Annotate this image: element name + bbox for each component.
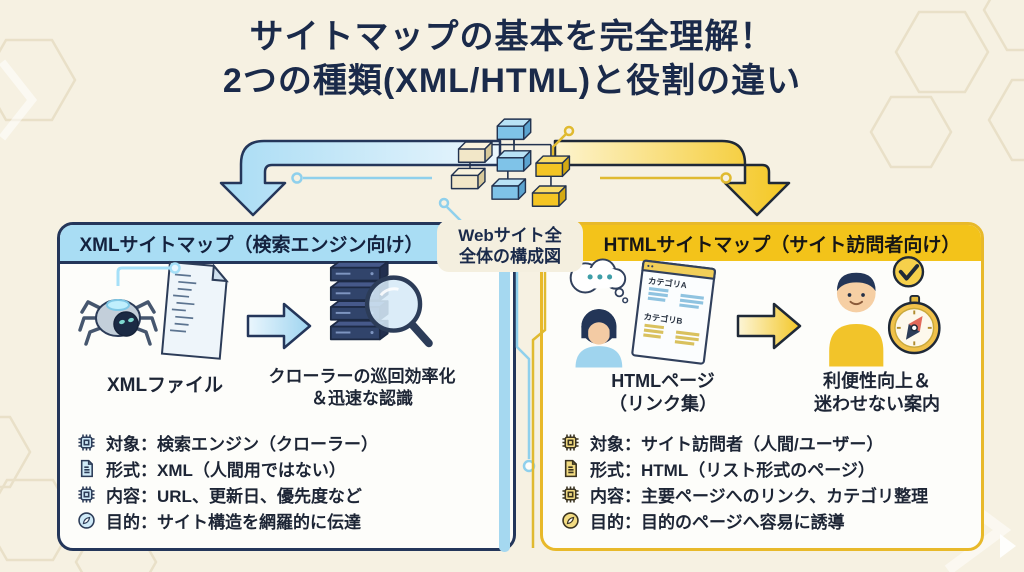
html-bullet-list: 対象：サイト訪問者（人間/ユーザー） 形式：HTML（リスト形式のページ） 内容… (560, 432, 972, 532)
document-icon (560, 458, 581, 479)
badge-line1: Webサイト全 (458, 225, 562, 245)
user-check-compass-illustration (829, 256, 941, 367)
bottom-right-arrow-logo (1000, 534, 1016, 558)
html-panel-header: HTMLサイトマップ（サイト訪問者向け） (543, 225, 981, 261)
xml-bullet-format: 形式：XML（人間用ではない） (76, 458, 496, 480)
bullet-text: 形式：HTML（リスト形式のページ） (590, 461, 875, 480)
crawler-spider-xml-file-illustration (78, 260, 229, 360)
bullet-text: 目的：サイト構造を網羅的に伝達 (106, 513, 361, 532)
xml-file-label: XMLファイル (106, 375, 224, 396)
page-title-line2: 2つの種類(XML/HTML)と役割の違い (222, 61, 802, 100)
visitor-html-page-illustration: カテゴリA カテゴリB (569, 258, 716, 368)
compass-icon (76, 510, 97, 531)
xml-bullet-content: 内容：URL、更新日、優先度など (76, 484, 496, 506)
xml-document-icon (160, 260, 229, 360)
compass-icon (887, 295, 941, 355)
sitemap-tree-illustration (450, 118, 571, 207)
page-title-line1: サイトマップの基本を完全理解！ (249, 18, 775, 56)
document-icon (76, 458, 97, 479)
xml-bullet-list: 対象：検索エンジン（クローラー） 形式：XML（人間用ではない） 内容：URL、… (76, 432, 496, 532)
xml-bullet-target: 対象：検索エンジン（クローラー） (76, 432, 496, 454)
bullet-text: 目的：目的のページへ容易に誘導 (590, 513, 845, 532)
check-badge-icon (892, 256, 925, 288)
bullet-text: 内容：URL、更新日、優先度など (106, 487, 362, 506)
html-bullet-content: 内容：主要ページへのリンク、カテゴリ整理 (560, 484, 972, 506)
site-structure-badge: Webサイト全 全体の構成図 (437, 220, 583, 272)
bullet-text: 対象：検索エンジン（クローラー） (106, 435, 378, 454)
cpu-chip-icon (76, 432, 97, 453)
badge-line2: 全体の構成図 (459, 247, 561, 266)
html-bullet-purpose: 目的：目的のページへ容易に誘導 (560, 510, 972, 532)
xml-bullet-purpose: 目的：サイト構造を網羅的に伝達 (76, 510, 496, 532)
arrow-to-html-panel (553, 139, 791, 217)
usability-benefit-label: 利便性向上＆ 迷わせない案内 (814, 371, 940, 414)
html-page-label: HTMLページ （リンク集） (609, 371, 717, 414)
cpu-chip-icon (76, 484, 97, 505)
page-title: サイトマップの基本を完全理解！ 2つの種類(XML/HTML)と役割の違い (0, 16, 1024, 103)
cpu-chip-icon (560, 484, 581, 505)
compass-icon (560, 510, 581, 531)
bullet-text: 対象：サイト訪問者（人間/ユーザー） (590, 435, 884, 454)
html-bullet-target: 対象：サイト訪問者（人間/ユーザー） (560, 432, 972, 454)
cpu-chip-icon (560, 432, 581, 453)
magnifier-icon (364, 275, 433, 348)
page-category-b-label: カテゴリB (643, 311, 683, 326)
thought-bubble-icon (569, 258, 629, 304)
man-user-icon (829, 272, 884, 367)
bullet-text: 形式：XML（人間用ではない） (106, 461, 346, 480)
spider-crawler-icon (78, 299, 158, 346)
crawler-benefit-label: クローラーの巡回効率化 ＆迅速な認識 (268, 367, 456, 408)
server-magnifier-illustration (329, 261, 433, 348)
woman-visitor-icon (575, 309, 623, 368)
xml-sitemap-panel: XMLサイトマップ（検索エンジン向け） (57, 222, 516, 551)
page-category-a-label: カテゴリA (647, 276, 687, 291)
html-page-icon: カテゴリA カテゴリB (631, 259, 716, 365)
bullet-text: 内容：主要ページへのリンク、カテゴリ整理 (590, 487, 929, 506)
html-bullet-format: 形式：HTML（リスト形式のページ） (560, 458, 972, 480)
